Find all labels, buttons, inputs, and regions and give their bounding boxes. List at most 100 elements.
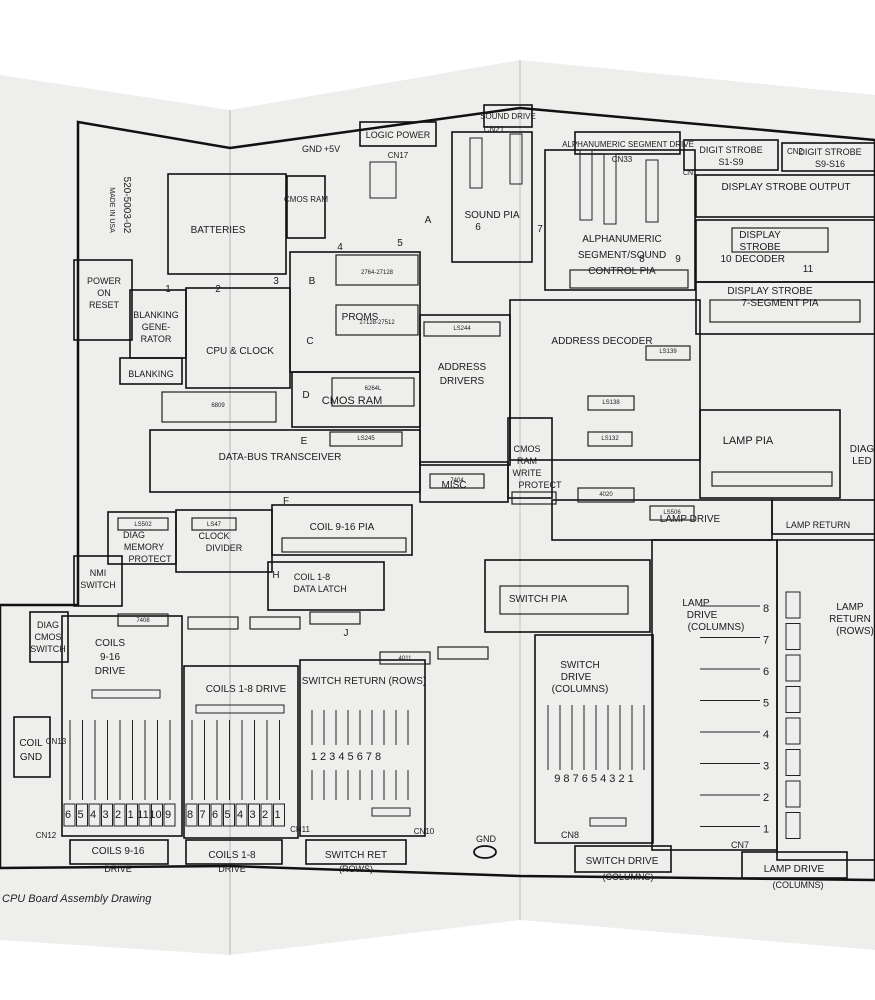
label-switch-return-rows: SWITCH RETURN (ROWS) xyxy=(302,676,426,687)
coil-916-number: 1 xyxy=(127,809,133,821)
coil-18-pin xyxy=(223,803,235,827)
label-coils916-1: COILS xyxy=(95,638,125,649)
section-letter: 6 xyxy=(475,222,481,233)
header-pin xyxy=(579,149,593,221)
label-digit-strobe-1: DIGIT STROBE xyxy=(699,145,762,155)
ic-display-decoder xyxy=(731,227,829,253)
chip-label-ls132: LS132 xyxy=(601,436,619,442)
lamp-return-pin xyxy=(785,591,801,619)
label-display-strobe-7seg-1: DISPLAY STROBE xyxy=(727,286,813,297)
lamp-return-pin xyxy=(785,749,801,776)
label-bot-switchret-2: (ROWS) xyxy=(339,864,373,874)
ic-7408-b xyxy=(187,616,239,630)
label-power-on-reset-3: RESET xyxy=(89,300,120,310)
coil-latch-box xyxy=(267,561,385,611)
cmos-write-box xyxy=(507,417,553,499)
label-proms: PROMS xyxy=(342,312,379,323)
lamp-return-pin xyxy=(785,812,801,839)
chip-label-c6264: 6264L xyxy=(365,386,382,392)
label-switch-drive-2: DRIVE xyxy=(561,672,592,683)
label-digit-strobe-2: DIGIT STROBE xyxy=(798,147,861,157)
label-power-on-reset-1: POWER xyxy=(87,276,122,286)
chip-label-ls139: LS139 xyxy=(659,349,677,355)
lamp-return-pin xyxy=(785,686,801,713)
coil-18-number: 2 xyxy=(262,809,268,821)
lamp-number: 8 xyxy=(763,603,769,615)
label-cmos-write-3: WRITE xyxy=(513,468,542,478)
ic-ls502 xyxy=(117,517,169,531)
coil-916-pin xyxy=(163,803,176,827)
label-alpha-pia-1: ALPHANUMERIC xyxy=(582,234,661,245)
label-bot-coils916-1: COILS 9-16 xyxy=(92,846,145,857)
label-address-drivers-2: DRIVERS xyxy=(440,376,485,387)
label-coil-gnd-1: COIL xyxy=(19,738,43,749)
label-cmos-write-1: CMOS xyxy=(514,444,541,454)
label-cn2: CN2 xyxy=(787,147,804,156)
label-display-strobe-decoder-2: STROBE xyxy=(739,242,780,253)
lamp-return-pin xyxy=(785,780,801,808)
chip-label-c4020: 4020 xyxy=(599,492,613,498)
lamp-return-pin xyxy=(785,654,801,682)
switch-drive-region xyxy=(534,634,654,844)
label-cpu-clock: CPU & CLOCK xyxy=(206,346,274,357)
label-sound-pia: SOUND PIA xyxy=(464,210,519,221)
coil-916-pin xyxy=(76,803,88,827)
label-nmi-1: NMI xyxy=(90,568,107,578)
label-switch-drive-3: (COLUMNS) xyxy=(552,684,609,695)
coil-916-number: 2 xyxy=(115,809,121,821)
label-cmos-ram-a: CMOS RAM xyxy=(284,195,328,204)
label-coil-gnd-2: GND xyxy=(20,752,42,763)
made-in-label: MADE IN USA xyxy=(108,187,115,233)
label-lamp-drive: LAMP DRIVE xyxy=(660,514,721,525)
coil-gnd-box xyxy=(13,716,51,778)
coil-916-number: 5 xyxy=(77,809,83,821)
label-display-strobe-decoder-3: DECODER xyxy=(735,254,785,265)
label-cmos-write-2: RAM xyxy=(517,456,537,466)
lamp-number: 2 xyxy=(763,792,769,804)
regulator xyxy=(369,161,397,199)
coil-18-number: 1 xyxy=(274,809,280,821)
section-letter: 9 xyxy=(675,254,681,265)
header-pin xyxy=(603,153,617,225)
section-letter: A xyxy=(425,215,432,226)
chip-label-ls506: LS506 xyxy=(663,510,681,516)
label-cn11: CN11 xyxy=(290,825,310,834)
ic-coil-pia xyxy=(281,537,407,553)
ic-misc-pia xyxy=(511,491,557,505)
section-letter: J xyxy=(344,628,349,639)
coil-18-pin xyxy=(235,803,248,827)
coil-916-pin xyxy=(126,803,138,827)
label-digit-strobe-2b: S9-S16 xyxy=(815,159,845,169)
ic-7408-d xyxy=(309,611,361,625)
power-reset-box xyxy=(73,259,133,341)
coil-916-number: 10 xyxy=(149,809,161,821)
label-diag-led-1: DIAG xyxy=(850,444,875,455)
label-lamp-drive-cols-1: LAMP xyxy=(682,598,710,609)
alpha-pia-region xyxy=(544,149,696,291)
coil-18-number: 8 xyxy=(187,809,193,821)
figure-caption: CPU Board Assembly Drawing xyxy=(2,893,152,905)
section-letter: 11 xyxy=(803,264,814,275)
header-pin xyxy=(469,137,483,189)
label-diag-led-2: LED xyxy=(852,456,871,467)
coil-916-number: 9 xyxy=(165,809,171,821)
ic-27128 xyxy=(335,304,419,336)
ic-ls506 xyxy=(649,505,695,521)
label-coils18-drive: COILS 1-8 DRIVE xyxy=(206,684,287,695)
ic-6264 xyxy=(331,377,415,407)
coil-916-number: 4 xyxy=(90,809,96,821)
label-switch-pia: SWITCH PIA xyxy=(509,594,568,605)
section-letter: F xyxy=(283,496,289,507)
label-coil-latch-1: COIL 1-8 xyxy=(294,572,330,582)
ic-7seg-pia xyxy=(709,299,861,323)
coil-916-pin xyxy=(151,803,163,827)
lamp-number: 7 xyxy=(763,635,769,647)
label-coils916-3: DRIVE xyxy=(95,666,126,677)
coil-916-pin xyxy=(138,803,151,827)
lamp-drive-conn-box xyxy=(741,851,848,879)
switch-return-region xyxy=(299,659,426,837)
label-bot-switchret-1: SWITCH RET xyxy=(325,850,387,861)
coil-pia-box xyxy=(271,504,413,556)
label-display-strobe-output: DISPLAY STROBE OUTPUT xyxy=(721,182,850,193)
ic-7404 xyxy=(429,473,485,489)
